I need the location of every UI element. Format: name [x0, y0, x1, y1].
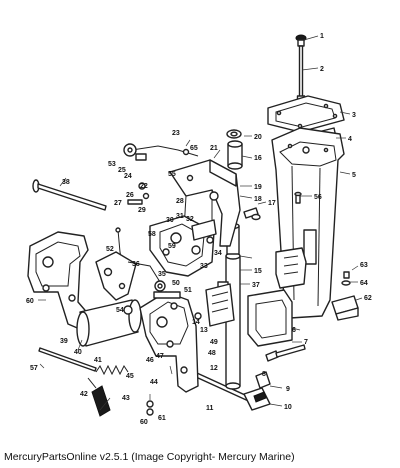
callout-21: 21	[210, 145, 218, 152]
part-bolt-7	[265, 344, 306, 362]
part-link-23	[123, 143, 199, 161]
callout-42: 42	[80, 391, 88, 398]
callout-37: 37	[252, 282, 260, 289]
callout-40: 40	[74, 349, 82, 356]
callout-16: 16	[254, 155, 262, 162]
part-spring-41	[95, 364, 129, 376]
callout-63: 63	[360, 262, 368, 269]
callout-38: 38	[62, 179, 70, 186]
callout-35: 35	[158, 271, 166, 278]
callout-23: 23	[172, 130, 180, 137]
part-clamp-bracket-48	[139, 291, 199, 393]
callout-18: 18	[254, 196, 262, 203]
callout-14: 14	[192, 319, 200, 326]
callout-44: 44	[150, 379, 158, 386]
callout-65: 65	[190, 145, 198, 152]
callout-1: 1	[320, 33, 324, 40]
callout-15: 15	[254, 268, 262, 275]
part-top-plate-3	[267, 95, 345, 133]
callout-31: 31	[176, 213, 184, 220]
part-hardware-50	[123, 280, 178, 315]
callout-5: 5	[352, 172, 356, 179]
callout-9: 9	[286, 386, 290, 393]
callout-60a: 60	[26, 298, 34, 305]
callout-30: 30	[166, 217, 174, 224]
callout-54: 54	[116, 307, 124, 314]
exploded-parts-diagram: 1 2 3 4 5 6 7 8 9 10 11 12 13 14 15 16 1…	[26, 33, 372, 426]
callout-64: 64	[360, 280, 368, 287]
callout-25: 25	[118, 167, 126, 174]
callout-56: 56	[314, 194, 322, 201]
leader-lines	[38, 35, 363, 411]
callout-36: 36	[132, 261, 140, 268]
callout-26: 26	[126, 192, 134, 199]
callout-6: 6	[292, 327, 296, 334]
part-lock-lever-36	[95, 251, 161, 301]
callout-48: 48	[208, 350, 216, 357]
callout-7: 7	[304, 339, 308, 346]
part-handle-43	[87, 377, 111, 417]
part-bushing-16	[227, 140, 243, 170]
callout-61: 61	[158, 415, 166, 422]
callout-41: 41	[94, 357, 102, 364]
part-pin-17	[243, 207, 261, 221]
callout-60b: 60	[140, 419, 148, 426]
callout-33: 33	[200, 263, 208, 270]
callout-29: 29	[138, 207, 146, 214]
callout-57: 57	[30, 365, 38, 372]
copyright-footer: MercuryPartsOnline v2.5.1 (Image Copyrig…	[4, 451, 295, 463]
callout-53: 53	[108, 161, 116, 168]
callout-2: 2	[320, 66, 324, 73]
callout-50: 50	[172, 280, 180, 287]
callout-55: 55	[168, 171, 176, 178]
part-stud-1-2	[295, 34, 307, 101]
callout-10: 10	[284, 404, 292, 411]
callout-46: 46	[146, 357, 154, 364]
callout-4: 4	[348, 136, 352, 143]
callout-43: 43	[122, 395, 130, 402]
callout-52: 52	[106, 246, 114, 253]
callout-20: 20	[254, 134, 262, 141]
callout-labels: 1 2 3 4 5 6 7 8 9 10 11 12 13 14 15 16 1…	[26, 33, 372, 426]
part-bolt-56	[294, 191, 302, 204]
callout-34: 34	[214, 250, 222, 257]
callout-12: 12	[210, 365, 218, 372]
callout-62: 62	[364, 295, 372, 302]
part-bracket-14	[194, 283, 235, 327]
part-rod-57	[38, 347, 97, 372]
callout-13: 13	[200, 327, 208, 334]
part-long-bolt-38	[32, 179, 107, 211]
callout-39: 39	[60, 338, 68, 345]
callout-49: 49	[210, 339, 218, 346]
callout-32: 32	[186, 216, 194, 223]
part-cylinder-40	[76, 299, 142, 347]
callout-3: 3	[352, 112, 356, 119]
callout-45: 45	[126, 373, 134, 380]
part-cradle-19	[169, 159, 241, 247]
callout-58: 58	[148, 231, 156, 238]
callout-47: 47	[156, 353, 164, 360]
callout-17: 17	[268, 200, 276, 207]
callout-11: 11	[206, 405, 214, 412]
callout-24: 24	[124, 173, 132, 180]
callout-27: 27	[114, 200, 122, 207]
part-linkage-33	[149, 215, 217, 277]
callout-28: 28	[176, 198, 184, 205]
part-swivel-block-6	[247, 247, 307, 347]
callout-22: 22	[140, 183, 148, 190]
callout-51: 51	[184, 287, 192, 294]
part-washer-20	[226, 129, 242, 139]
callout-19: 19	[254, 184, 262, 191]
callout-59: 59	[168, 243, 176, 250]
part-bracket-62	[331, 271, 359, 321]
callout-8: 8	[262, 371, 266, 378]
part-washers-61	[146, 400, 154, 416]
